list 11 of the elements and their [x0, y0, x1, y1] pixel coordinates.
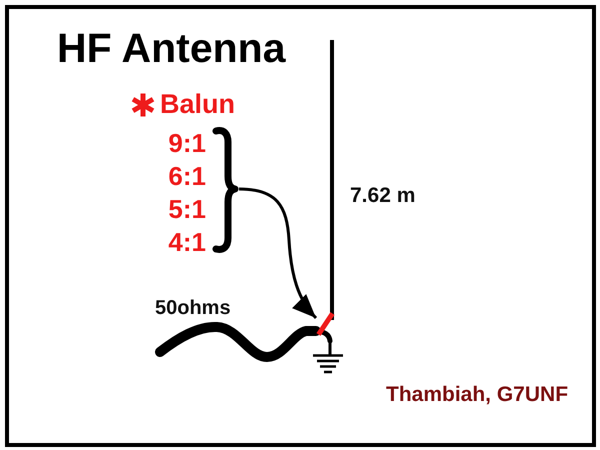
ratio-label: 6:1 — [168, 162, 206, 189]
impedance-label: 50ohms — [155, 298, 231, 318]
balun-segment — [316, 312, 335, 336]
balun-label: Balun — [160, 91, 236, 118]
ratio-label: 5:1 — [168, 196, 206, 222]
ratio-label: 4:1 — [168, 228, 206, 255]
arrow — [238, 188, 318, 320]
title: HF Antenna — [57, 28, 286, 69]
length-label: 7.62 m — [350, 185, 416, 206]
ratio-label: 9:1 — [168, 130, 206, 156]
author-credit: Thambiah, G7UNF — [386, 384, 568, 406]
